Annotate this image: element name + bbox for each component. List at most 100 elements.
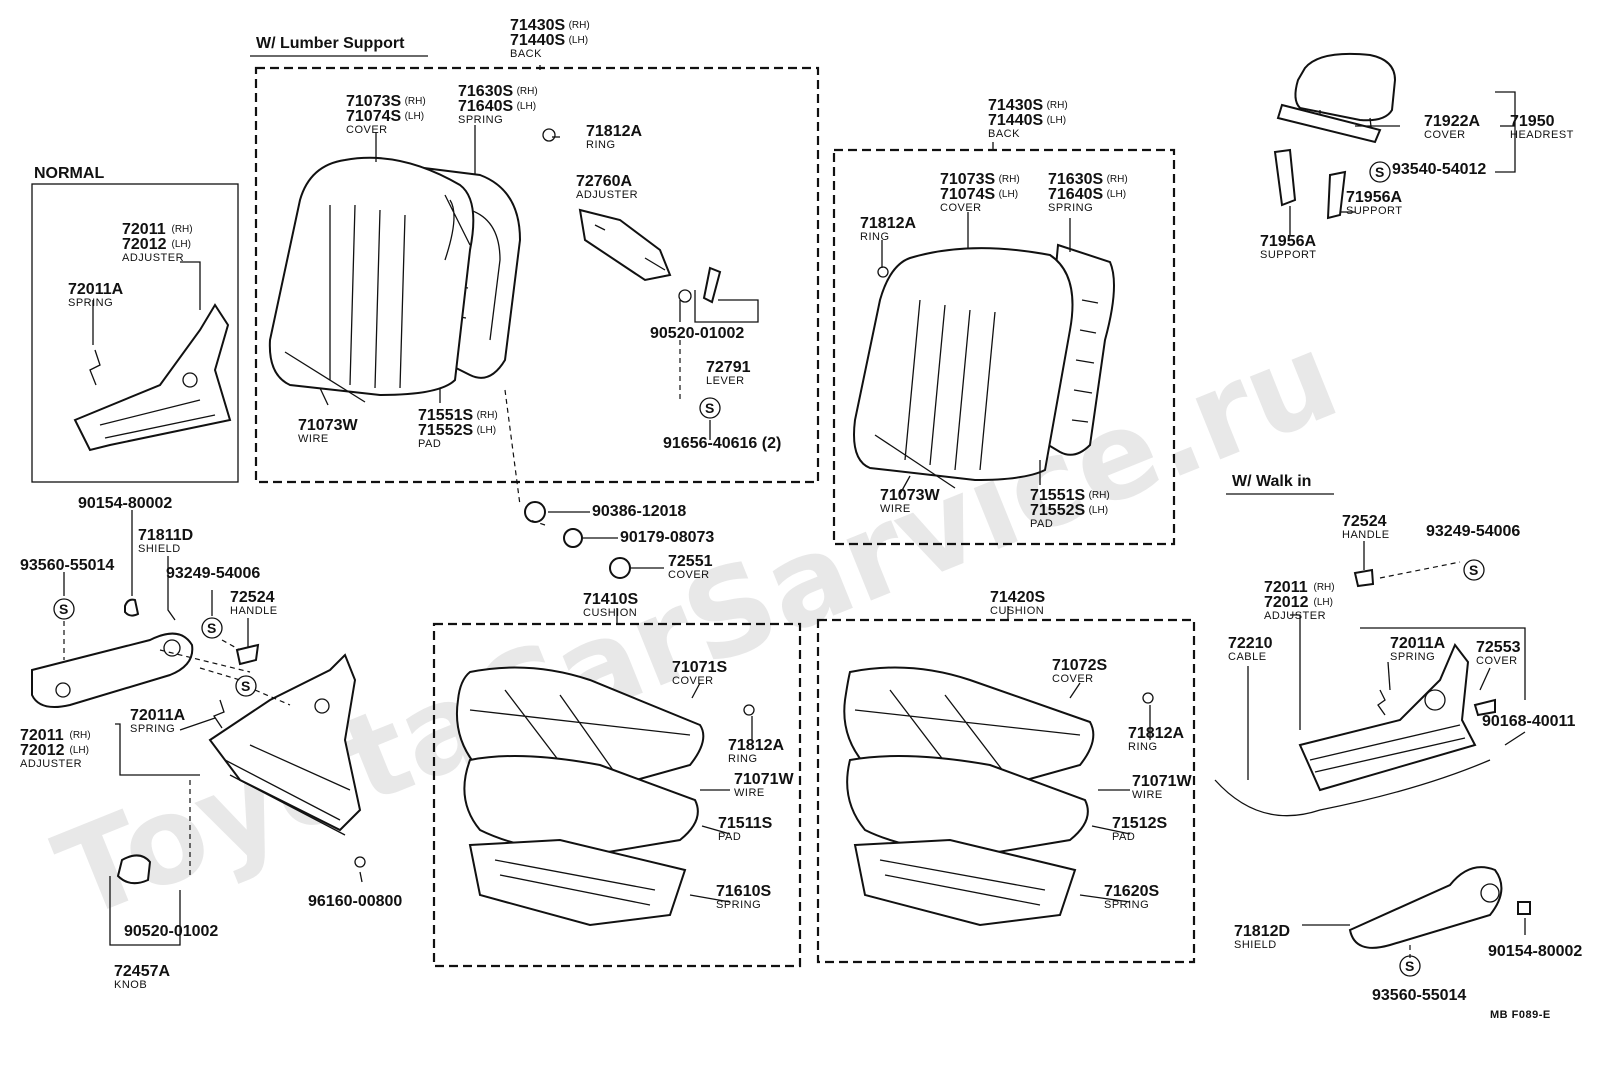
part-label: SPRING [716, 899, 761, 911]
part-label: COVER [1052, 673, 1094, 685]
s-symbol: S [1399, 955, 1421, 977]
adjuster-assembly-drawing [31, 598, 366, 885]
side-tag: (LH) [1047, 115, 1066, 126]
part-label: COVER [940, 202, 982, 214]
watermark: ToyotaCarSarvice.ru [39, 307, 1356, 947]
part-number: 71812A [586, 123, 642, 140]
part-number: 93560-55014 [20, 557, 114, 574]
svg-text:S: S [207, 620, 216, 636]
part-number: 71812A [860, 215, 916, 232]
callout-a-90154: 90154-80002 [78, 495, 172, 512]
part-number: 71074S [346, 108, 401, 125]
part-number: 71956A [1260, 233, 1316, 250]
callout-w-90168: 90168-40011 [1482, 713, 1576, 730]
part-label: RING [586, 139, 616, 151]
part-number: 72012 [122, 236, 167, 253]
svg-text:S: S [241, 678, 250, 694]
part-number: 72457A [114, 963, 170, 980]
part-label: HANDLE [230, 605, 278, 617]
leader-lines [63, 65, 1526, 958]
part-number: 71630S [1048, 171, 1103, 188]
s-symbol: S [235, 675, 257, 697]
part-label: CUSHION [990, 605, 1044, 617]
s-symbol: S [699, 397, 721, 419]
callout-w-90154: 90154-80002 [1488, 943, 1582, 960]
callout-n-adj: 72011(RH)72012(LH)ADJUSTER [122, 221, 193, 264]
part-number: 72524 [1342, 513, 1387, 530]
part-number: 71073S [940, 171, 995, 188]
part-number: 71430S [510, 17, 565, 34]
svg-text:S: S [1375, 164, 1384, 180]
part-number: 72011A [130, 707, 186, 724]
part-number: 71073W [298, 417, 358, 434]
callout-w-adj: 72011(RH)72012(LH)ADJUSTER [1264, 579, 1335, 622]
part-number: 91656-40616 (2) [663, 435, 781, 452]
part-label: SHIELD [1234, 939, 1277, 951]
s-symbol: S [1463, 559, 1485, 581]
part-number: 71512S [1112, 815, 1167, 832]
callout-a-90520: 90520-01002 [124, 923, 218, 940]
part-number: 71420S [990, 589, 1045, 606]
side-tag: (LH) [1107, 189, 1126, 200]
part-number: 71410S [583, 591, 638, 608]
callout-a-96160: 96160-00800 [308, 893, 402, 910]
part-number: 71812D [1234, 923, 1290, 940]
svg-text:S: S [59, 601, 68, 617]
callout-back-r: 71430S(RH)71440S(LH)BACK [988, 97, 1068, 140]
part-label: COVER [672, 675, 714, 687]
part-number: 72011 [122, 221, 166, 238]
side-tag: (LH) [172, 239, 191, 250]
part-number: 90168-40011 [1482, 713, 1576, 730]
side-tag: (LH) [477, 425, 496, 436]
part-number: 71950 [1510, 113, 1555, 130]
part-number: 71922A [1424, 113, 1480, 130]
part-label: WIRE [734, 787, 765, 799]
part-number: 93249-54006 [1426, 523, 1520, 540]
part-label: SUPPORT [1346, 205, 1402, 217]
part-number: 71812A [728, 737, 784, 754]
side-tag: (LH) [569, 35, 588, 46]
part-number: 90154-80002 [78, 495, 172, 512]
part-number: 90154-80002 [1488, 943, 1582, 960]
side-tag: (RH) [405, 96, 426, 107]
part-number: 71073W [880, 487, 940, 504]
s-symbols: S S S S S S S [53, 161, 1485, 977]
part-label: ADJUSTER [122, 252, 184, 264]
s-symbol: S [53, 598, 75, 620]
part-label: CABLE [1228, 651, 1267, 663]
part-number: 72011 [1264, 579, 1308, 596]
part-label: SPRING [1390, 651, 1435, 663]
plugs-drawing [524, 501, 631, 579]
part-number: 93560-55014 [1372, 987, 1466, 1004]
part-label: KNOB [114, 979, 147, 991]
part-number: 71071W [734, 771, 794, 788]
part-number: 71071W [1132, 773, 1192, 790]
cushion-right-drawing [843, 666, 1154, 927]
side-tag: (LH) [70, 745, 89, 756]
part-number: 72011A [1390, 635, 1446, 652]
cushion-left-drawing [456, 666, 755, 927]
lumber-adjuster-drawing [542, 128, 722, 304]
part-label: HEADREST [1510, 129, 1574, 141]
s-symbol: S [1369, 161, 1391, 183]
part-label: SPRING [68, 297, 113, 309]
part-number: 71440S [510, 32, 565, 49]
part-label: RING [728, 753, 758, 765]
callout-screw-l: 91656-40616 (2) [663, 435, 781, 452]
part-label: RING [1128, 741, 1158, 753]
part-label: SPRING [130, 723, 175, 735]
back-box [832, 148, 1176, 546]
